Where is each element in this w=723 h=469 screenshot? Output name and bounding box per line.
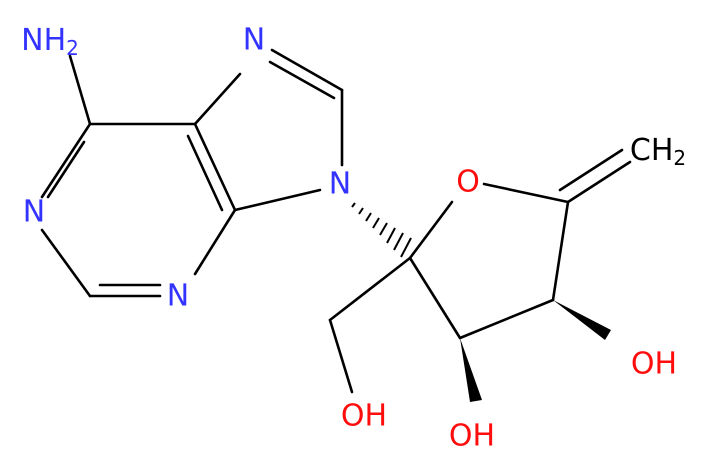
n-pyrimidine-bottom-label: N — [167, 279, 189, 314]
bond-n1-c2 — [40, 228, 92, 298]
bond-nh2-c6 — [68, 54, 92, 126]
n-pyrimidine-left-label: N — [23, 195, 45, 230]
bond-c3prime-c2prime — [458, 298, 555, 340]
n9-label: N — [329, 167, 351, 202]
bond-c4prime-ch2-double — [558, 148, 624, 192]
bond-n7-c8 — [270, 48, 344, 92]
bond-c6-n1 — [40, 122, 92, 199]
bond-c2prime-c1 — [408, 256, 462, 340]
bond-n3-c4 — [193, 208, 237, 276]
wedge-c2prime-oh — [460, 338, 482, 402]
bond-c1-o4 — [408, 200, 454, 260]
bond-c1-ch2oh — [328, 256, 412, 322]
n-imidazole-top-label: N — [243, 23, 265, 58]
hashed-wedge-n9-c1 — [351, 202, 412, 258]
bond-c5-n7 — [193, 72, 242, 126]
ch2-label: CH2 — [630, 133, 686, 171]
atom-labels: NH2 N N N N O CH2 OH OH OH — [21, 23, 686, 454]
bond-c4-c5-double — [186, 134, 224, 212]
wedge-c3prime-oh — [553, 300, 611, 340]
ring-oxygen-label: O — [456, 165, 480, 200]
nh2-label: NH2 — [21, 23, 79, 61]
bond-c4prime-c3prime — [551, 200, 570, 302]
bond-o4-c4prime — [482, 182, 570, 204]
oh-bottom-label: OH — [449, 419, 495, 454]
bond-c4prime-ch2 — [566, 160, 632, 204]
oh-right-label: OH — [631, 347, 677, 382]
bond-ch2-oh — [328, 318, 354, 394]
bond-n7-c8-double — [268, 60, 336, 100]
oh-left-label: OH — [341, 399, 387, 434]
bond-c4-c5 — [193, 122, 237, 212]
bonds — [40, 48, 632, 402]
bond-c6-n1-double — [46, 140, 86, 199]
bond-n9-c4 — [233, 188, 322, 212]
